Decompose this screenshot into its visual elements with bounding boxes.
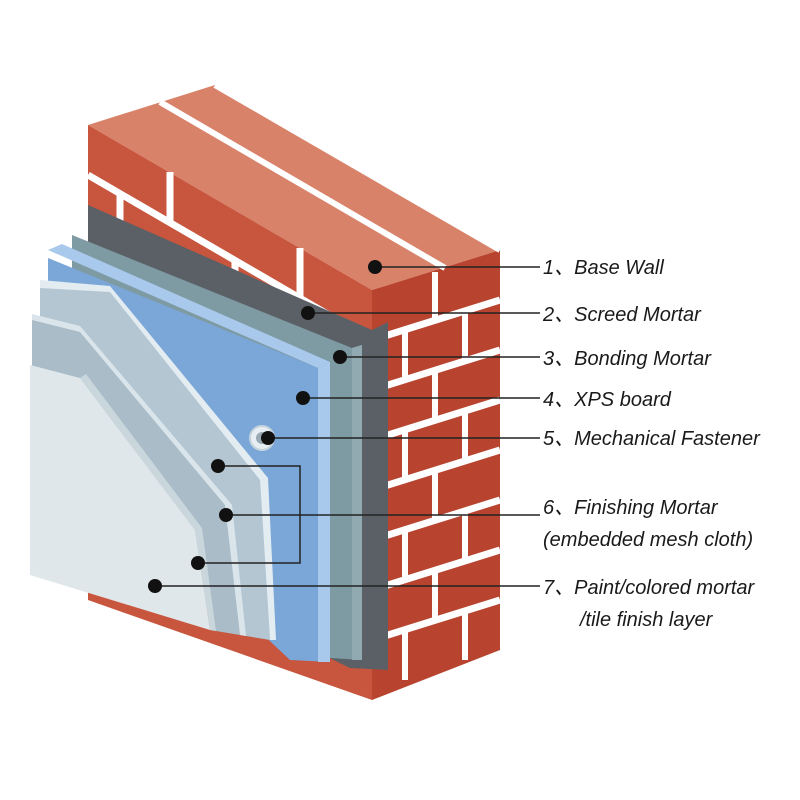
labels: 1、Base Wall 2、Screed Mortar 3、Bonding Mo… bbox=[542, 257, 761, 631]
marker-dot-bonding-mortar bbox=[333, 350, 347, 364]
brick-side-head-joints bbox=[402, 272, 468, 680]
label-xps-board: 4、XPS board bbox=[543, 389, 672, 411]
finishing-mortar-layer-1-light bbox=[40, 280, 276, 640]
label-finishing-mortar: 6、Finishing Mortar bbox=[543, 497, 719, 519]
label-bonding-mortar: 3、Bonding Mortar bbox=[543, 348, 712, 370]
label-base-wall: 1、Base Wall bbox=[543, 257, 664, 279]
bonding-mortar-edge bbox=[352, 345, 362, 660]
label-finish-layer: 7、Paint/colored mortar bbox=[543, 577, 756, 599]
label-finishing-mortar-sub: (embedded mesh cloth) bbox=[543, 529, 753, 551]
label-mechanical-fastener: 5、Mechanical Fastener bbox=[543, 428, 761, 450]
marker-dot-screed-mortar bbox=[301, 306, 315, 320]
marker-dot-finish-layer bbox=[148, 579, 162, 593]
xps-board-edge bbox=[318, 362, 330, 662]
marker-dot-finishing-mortar-c bbox=[191, 556, 205, 570]
marker-dot-finishing-mortar-a bbox=[211, 459, 225, 473]
label-finish-layer-sub: /tile finish layer bbox=[578, 609, 714, 631]
xps-board-top-edge bbox=[48, 244, 330, 368]
brick-top-seams bbox=[158, 82, 502, 271]
marker-dot-base-wall bbox=[368, 260, 382, 274]
leader-line-finishing-mortar-3 bbox=[198, 515, 301, 564]
marker-dot-xps-board bbox=[296, 391, 310, 405]
marker-dot-finishing-mortar-b bbox=[219, 508, 233, 522]
marker-dots bbox=[148, 260, 382, 593]
leader-lines bbox=[155, 266, 540, 587]
finish-layer bbox=[30, 365, 210, 630]
finishing-mortar-layer-2-light bbox=[32, 314, 246, 636]
leader-line-finishing-mortar bbox=[218, 465, 540, 516]
label-screed-mortar: 2、Screed Mortar bbox=[542, 304, 702, 326]
marker-dot-mechanical-fastener bbox=[261, 431, 275, 445]
